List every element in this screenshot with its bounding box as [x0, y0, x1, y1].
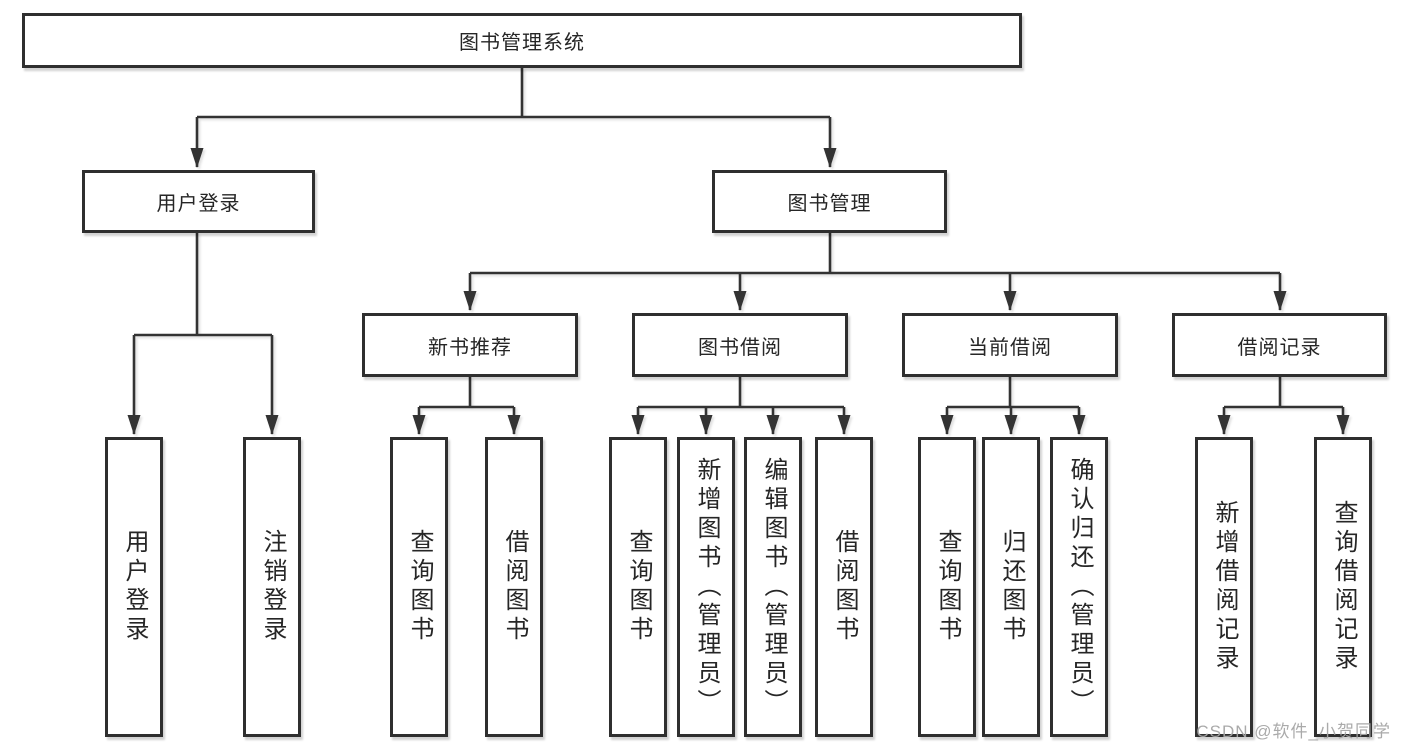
node-current-borrow: 当前借阅 [902, 313, 1118, 377]
leaf-borrow-query-books: 查询图书 [609, 437, 667, 737]
node-label: 确认归还（管理员） [1066, 456, 1093, 718]
leaf-user-login: 用户登录 [105, 437, 163, 737]
leaf-edit-books-admin: 编辑图书（管理员） [744, 437, 802, 737]
leaf-query-borrow-record: 查询借阅记录 [1314, 437, 1372, 737]
node-label: 注销登录 [259, 529, 286, 645]
node-label: 借阅记录 [1237, 336, 1322, 359]
node-book-borrow: 图书借阅 [632, 313, 848, 377]
csdn-watermark: CSDN @软件_小贺同学 [1196, 722, 1391, 741]
leaf-confirm-return-admin: 确认归还（管理员） [1050, 437, 1108, 737]
node-label: 编辑图书（管理员） [760, 456, 787, 718]
node-label: 用户登录 [121, 529, 148, 645]
node-book-management: 图书管理 [712, 170, 947, 233]
node-borrow-records: 借阅记录 [1172, 313, 1387, 377]
node-user-login: 用户登录 [82, 170, 315, 233]
node-new-book-recommend: 新书推荐 [362, 313, 578, 377]
node-label: 图书管理系统 [459, 32, 585, 54]
node-label: 查询图书 [625, 529, 652, 645]
leaf-add-books-admin: 新增图书（管理员） [677, 437, 735, 737]
leaf-return-books: 归还图书 [982, 437, 1040, 737]
node-label: 新增图书（管理员） [693, 456, 720, 718]
leaf-current-query-books: 查询图书 [918, 437, 976, 737]
node-label: 新书推荐 [428, 336, 512, 359]
node-label: 查询借阅记录 [1330, 500, 1357, 674]
node-label: 新增借阅记录 [1211, 500, 1238, 674]
node-label: 当前借阅 [968, 336, 1052, 359]
node-label: 借阅图书 [501, 529, 528, 645]
leaf-add-borrow-record: 新增借阅记录 [1195, 437, 1253, 737]
node-label: 图书借阅 [698, 336, 782, 359]
node-label: 用户登录 [156, 193, 241, 215]
node-library-system-root: 图书管理系统 [22, 13, 1022, 68]
node-label: 查询图书 [934, 529, 961, 645]
leaf-borrow-books: 借阅图书 [815, 437, 873, 737]
node-label: 查询图书 [406, 529, 433, 645]
leaf-logout: 注销登录 [243, 437, 301, 737]
leaf-recommend-query-books: 查询图书 [390, 437, 448, 737]
node-label: 图书管理 [787, 193, 872, 215]
node-label: 借阅图书 [831, 529, 858, 645]
node-label: 归还图书 [998, 529, 1025, 645]
leaf-recommend-borrow-books: 借阅图书 [485, 437, 543, 737]
